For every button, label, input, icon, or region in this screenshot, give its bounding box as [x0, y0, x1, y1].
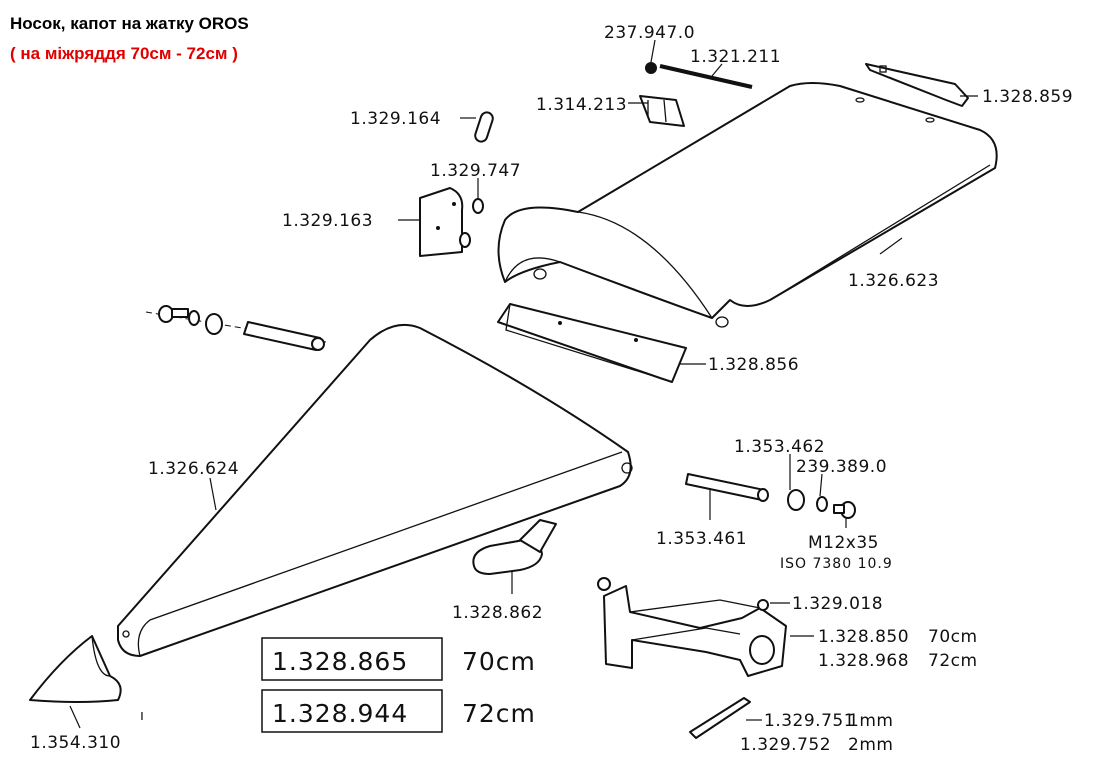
label-1353462: 1.353.462: [734, 437, 825, 457]
pin-assembly-left[interactable]: [145, 305, 327, 351]
variant-part-70: 1.328.865: [272, 647, 408, 676]
label-1328850-size: 70cm: [928, 627, 978, 647]
bracket-part-1328859[interactable]: [865, 63, 969, 107]
label-1354310: 1.354.310: [30, 733, 121, 753]
label-1328856: 1.328.856: [708, 355, 799, 375]
variant-box-72: [261, 689, 443, 733]
hinge-part-1314213[interactable]: [639, 95, 685, 127]
pin-part-1353461[interactable]: [685, 473, 769, 502]
label-1328859: 1.328.859: [982, 87, 1073, 107]
handle-part-1328862[interactable]: [472, 519, 557, 575]
label-1329752-thickness: 2mm: [848, 735, 893, 755]
channel-part-1328856[interactable]: [497, 303, 687, 383]
rod-part-1321211[interactable]: [659, 64, 753, 89]
stray-mark: ı: [140, 708, 145, 724]
hood-part-1326623[interactable]: [497, 82, 998, 328]
nose-part-1326624[interactable]: [117, 324, 633, 657]
part-labels: 237.947.0 1.321.211 1.314.213 1.328.859 …: [30, 23, 1073, 755]
frame-part-1328850[interactable]: [597, 577, 787, 677]
label-1329164: 1.329.164: [350, 109, 441, 129]
variant-part-72: 1.328.944: [272, 699, 408, 728]
label-1314213: 1.314.213: [536, 95, 627, 115]
label-1328862: 1.328.862: [452, 603, 543, 623]
nut-part-237947[interactable]: [645, 62, 657, 74]
link-part-1329164[interactable]: [474, 111, 495, 143]
diagram-title: Носок, капот на жатку OROS: [10, 14, 249, 33]
plate-part-1329163[interactable]: [419, 187, 464, 257]
label-bolt-standard: ISO 7380 10.9: [780, 556, 893, 572]
washer-part-2393890[interactable]: [816, 496, 828, 512]
label-1329747: 1.329.747: [430, 161, 521, 181]
variant-size-72: 72cm: [462, 699, 536, 728]
bolt-part-m12x35[interactable]: [833, 501, 856, 519]
leader-lines: [69, 39, 978, 729]
diagram-subtitle: ( на міжряддя 70см - 72см ): [10, 44, 238, 63]
tip-part-1354310[interactable]: [29, 635, 122, 703]
label-bolt-size: M12x35: [808, 533, 879, 553]
variant-size-70: 70cm: [462, 647, 536, 676]
washer-part-1329747[interactable]: [459, 198, 484, 248]
label-1321211: 1.321.211: [690, 47, 781, 67]
label-2393890: 239.389.0: [796, 457, 887, 477]
label-1326623: 1.326.623: [848, 271, 939, 291]
variant-table: 1.328.865 70cm 1.328.944 72cm: [261, 637, 536, 733]
label-1353461: 1.353.461: [656, 529, 747, 549]
label-1328968: 1.328.968: [818, 651, 909, 671]
label-1329751-thickness: 1mm: [848, 711, 893, 731]
label-1328968-size: 72cm: [928, 651, 978, 671]
shim-part-1329751[interactable]: [689, 697, 751, 739]
label-1326624: 1.326.624: [148, 459, 239, 479]
label-1329018: 1.329.018: [792, 594, 883, 614]
label-1329752: 1.329.752: [740, 735, 831, 755]
variant-box-70: [261, 637, 443, 681]
label-1328850: 1.328.850: [818, 627, 909, 647]
label-237947: 237.947.0: [604, 23, 695, 43]
label-1329163: 1.329.163: [282, 211, 373, 231]
label-1329751: 1.329.751: [764, 711, 855, 731]
bushing-part-1353462[interactable]: [787, 489, 805, 511]
